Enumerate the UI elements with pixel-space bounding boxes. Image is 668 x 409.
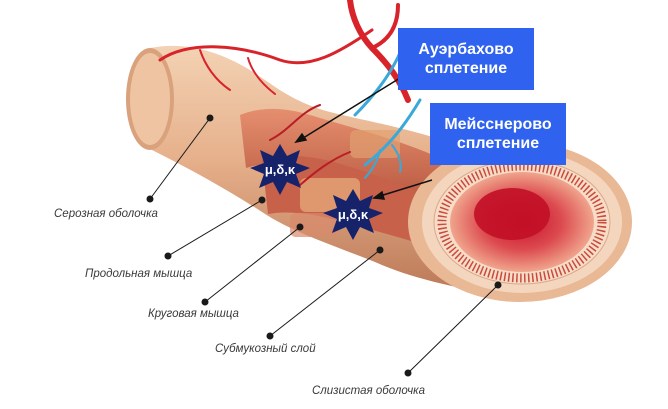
leader-dot-mucosa <box>494 281 502 289</box>
leader-dot-circular-end <box>201 298 209 306</box>
leader-submucosa <box>269 249 381 337</box>
leader-dot-longitudinal <box>258 196 266 204</box>
arrow-meissner-head <box>372 190 386 200</box>
meissner-line-1: Мейсснерово <box>444 116 552 133</box>
receptor-badge-2: μ,δ,κ <box>323 189 383 240</box>
auerbach-line-1: Ауэрбахово <box>418 41 514 58</box>
leader-serosa <box>149 117 211 200</box>
label-longitudinal-muscle: Продольная мышца <box>85 268 193 280</box>
receptor-badge-1-text: μ,δ,κ <box>265 162 296 177</box>
leader-dot-mucosa-end <box>404 369 412 377</box>
receptor-badge-2-text: μ,δ,κ <box>338 207 369 222</box>
leader-circular <box>204 226 301 303</box>
leader-longitudinal <box>167 199 263 257</box>
leader-dot-serosa <box>206 114 214 122</box>
leader-dot-serosa-end <box>146 195 154 203</box>
label-circular-muscle: Круговая мышца <box>148 308 239 320</box>
receptor-badge-1: μ,δ,κ <box>250 144 310 195</box>
label-submucosa: Субмукозный слой <box>215 343 316 355</box>
leader-dot-longitudinal-end <box>164 252 172 260</box>
arrow-auerbach <box>299 77 401 141</box>
plexus-arrows <box>294 77 433 200</box>
meissner-line-2: сплетение <box>456 135 540 152</box>
auerbach-line-2: сплетение <box>424 60 508 77</box>
tube-cross-section <box>408 142 632 302</box>
leader-dot-circular <box>296 223 304 231</box>
arrow-auerbach-head <box>294 132 308 144</box>
arrow-meissner <box>379 179 433 197</box>
auerbach-plexus-box: Ауэрбахово сплетение <box>398 28 534 90</box>
label-serosa: Серозная оболочка <box>54 208 158 220</box>
leader-mucosa <box>407 284 499 374</box>
meissner-plexus-box: Мейсснерово сплетение <box>430 103 566 165</box>
label-mucosa: Слизистая оболочка <box>312 385 426 397</box>
leader-dot-submucosa <box>376 246 384 254</box>
longitudinal-muscle-band <box>240 108 448 205</box>
leader-dot-submucosa-end <box>266 332 274 340</box>
layer-leader-lines <box>146 114 502 377</box>
